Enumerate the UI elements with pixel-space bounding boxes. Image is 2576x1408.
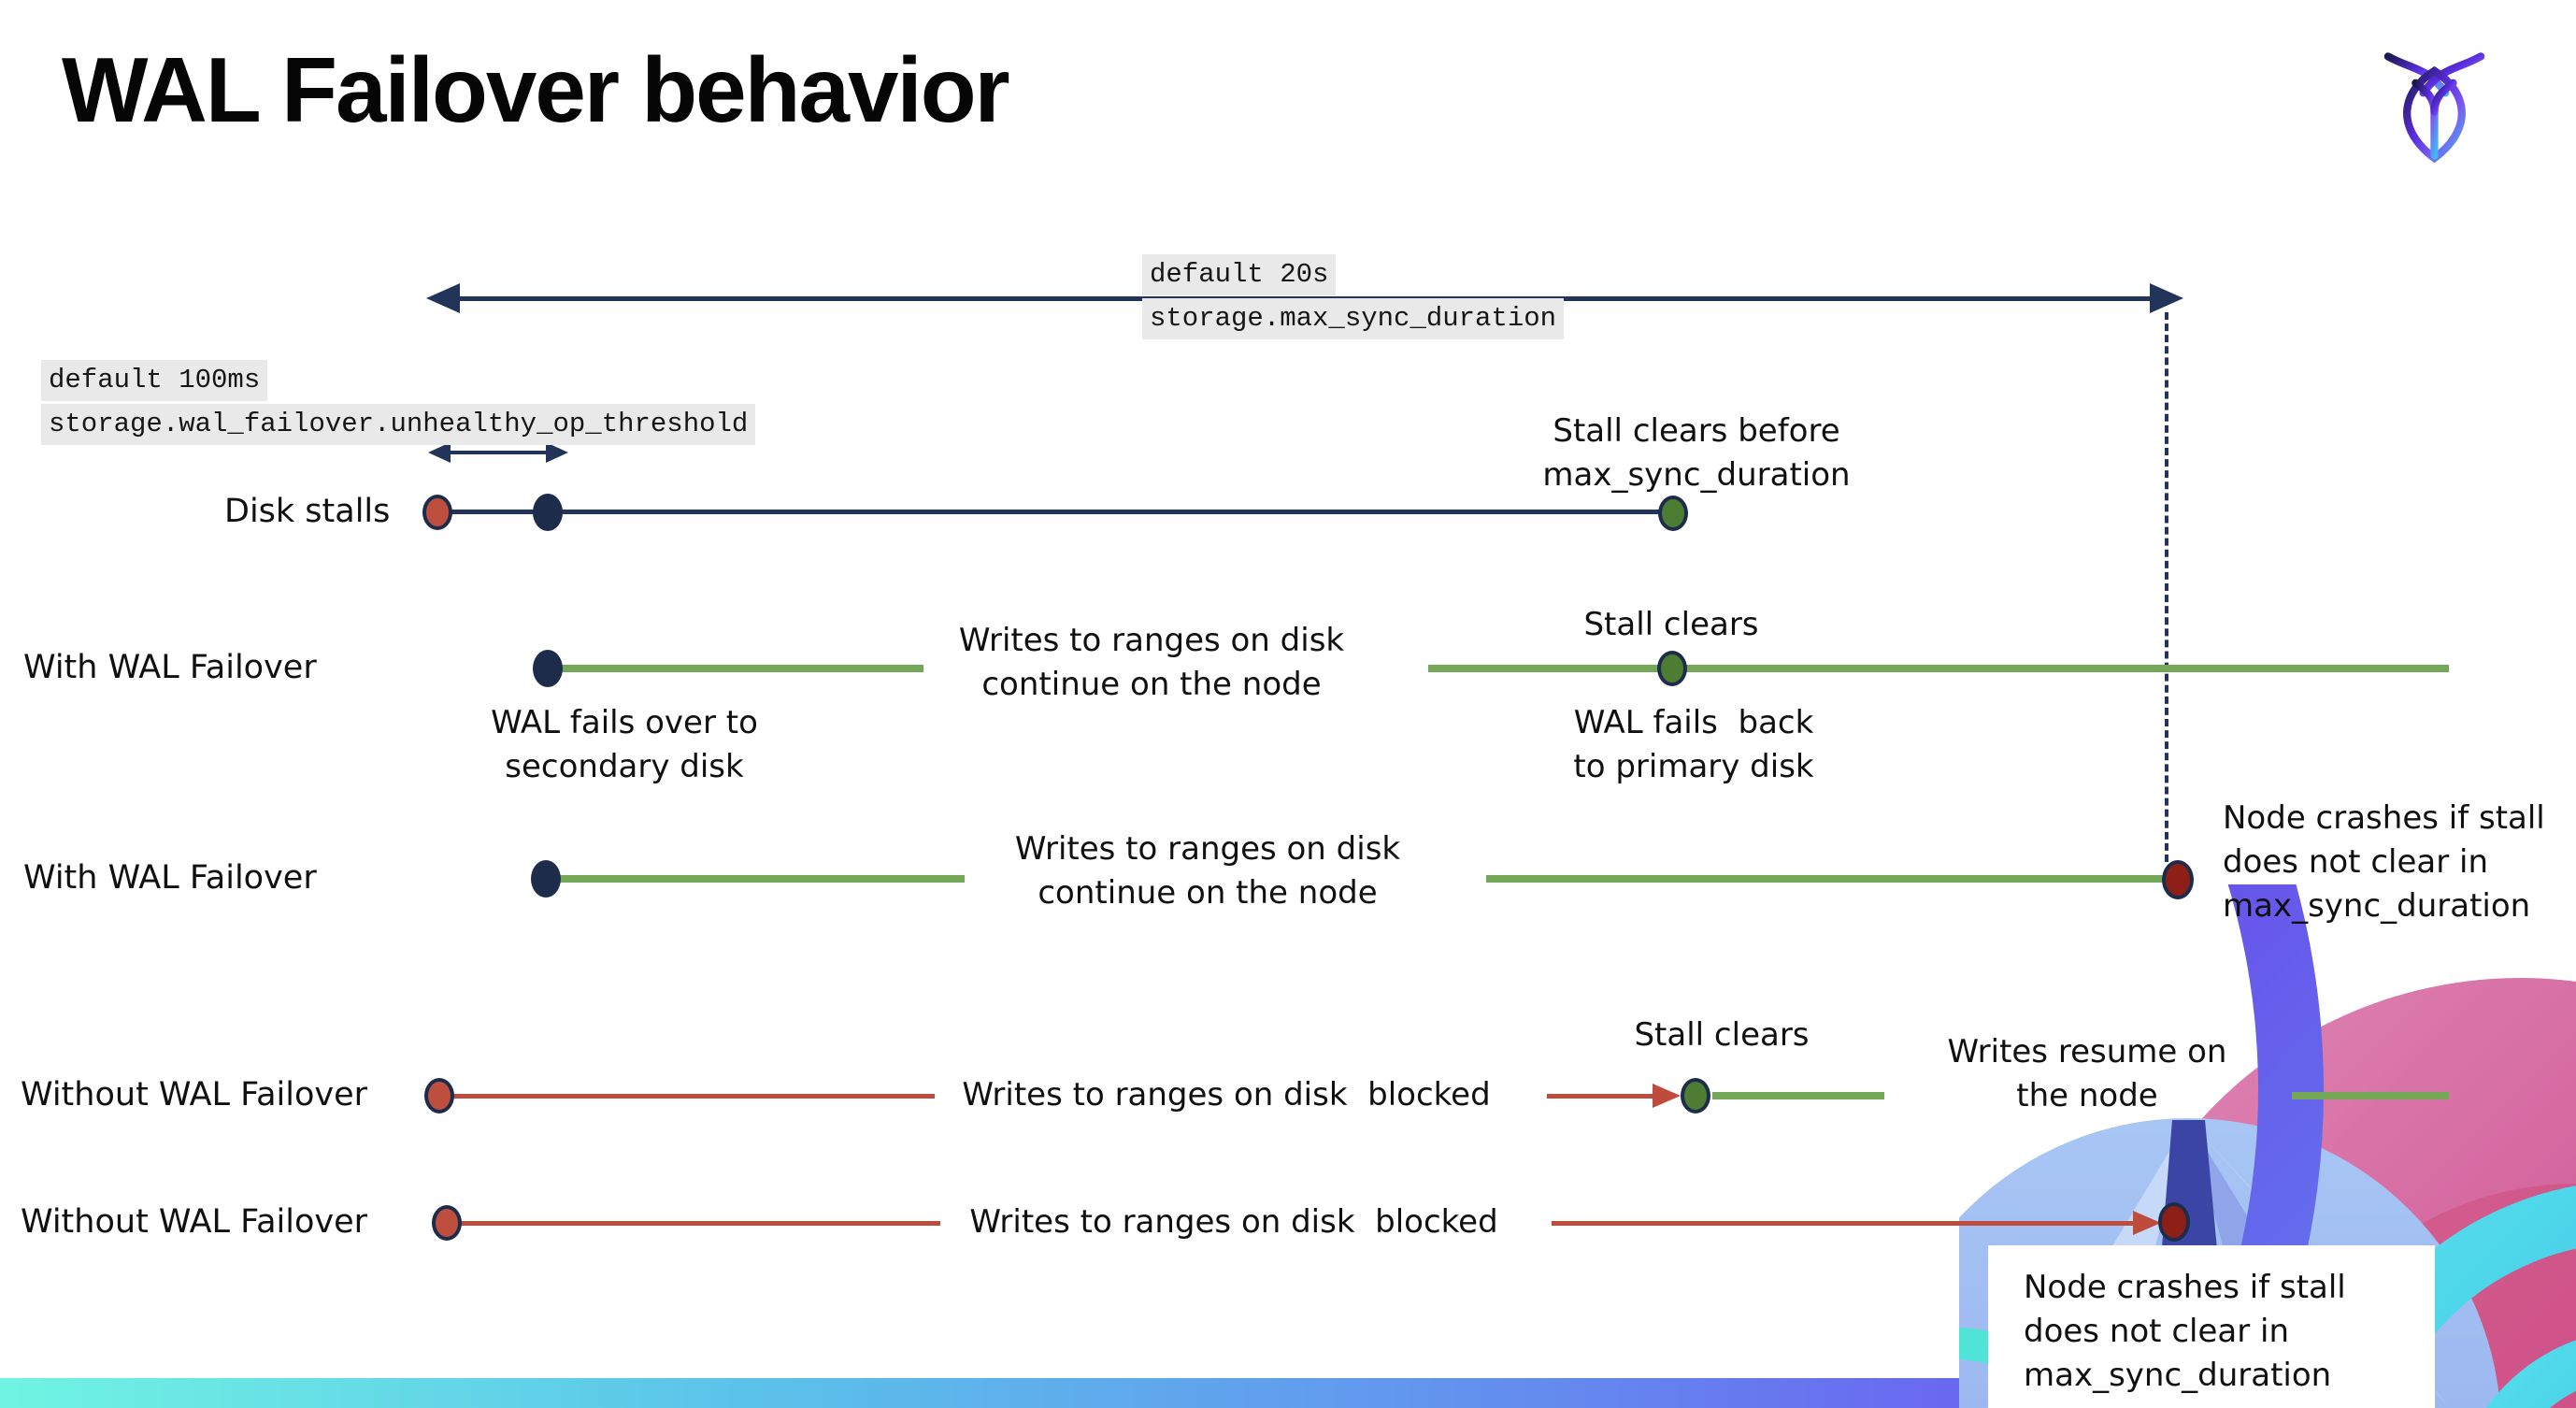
page-title: WAL Failover behavior xyxy=(62,38,1010,141)
disk-stall-timeline xyxy=(437,510,1673,514)
note-line: WAL fails over to xyxy=(491,704,758,741)
writes-blocked-line xyxy=(460,1221,940,1226)
note-line: continue on the node xyxy=(1038,874,1378,912)
note-line: to primary disk xyxy=(1573,748,1814,785)
max-sync-deadline-dashed-line xyxy=(2165,312,2168,862)
writes-blocked-note: Writes to ranges on disk blocked xyxy=(969,1203,1498,1241)
wal-fails-over-note: WAL fails over to secondary disk xyxy=(491,701,758,789)
arrow-left-head xyxy=(426,283,460,313)
stall-start-dot xyxy=(422,495,452,530)
unhealthy-op-threshold-arrow xyxy=(449,451,548,454)
node-crashes-note: Node crashes if stall does not clear in ma… xyxy=(2223,797,2545,928)
small-arrow-left-head xyxy=(428,442,451,463)
max-sync-setting-name: storage.max_sync_duration xyxy=(1142,298,1565,339)
note-line: does not clear in xyxy=(2024,1313,2289,1350)
stall-clear-dot xyxy=(1657,651,1687,686)
small-arrow-right-head xyxy=(546,442,568,463)
note-line: Node crashes if stall xyxy=(2024,1269,2346,1306)
row-label-with-wal-failover: With WAL Failover xyxy=(23,649,317,686)
wal-fails-back-note: WAL fails back to primary disk xyxy=(1573,701,1813,789)
writes-continue-note: Writes to ranges on disk continue on the … xyxy=(959,619,1344,707)
note-line: Stall clears before xyxy=(1553,412,1840,450)
note-line: Node crashes if stall xyxy=(2223,799,2545,837)
note-line: max_sync_duration xyxy=(2223,887,2531,925)
node-crashes-callout: Node crashes if stall does not clear in … xyxy=(1988,1245,2435,1408)
stall-clear-dot xyxy=(1658,496,1688,531)
failover-dot xyxy=(531,860,561,898)
stall-clears-note: Stall clears xyxy=(1634,1016,1810,1054)
writes-resume-line xyxy=(1712,1092,1884,1099)
unhealthy-op-threshold-label: default 100ms storage.wal_failover.unhea… xyxy=(41,360,756,448)
unhealthy-op-setting-name: storage.wal_failover.unhealthy_op_thresh… xyxy=(41,404,756,445)
writes-blocked-line xyxy=(1547,1094,1654,1099)
failover-dot xyxy=(533,650,563,687)
note-line: WAL fails back xyxy=(1573,704,1814,741)
note-line: Writes resume on xyxy=(1947,1033,2227,1070)
failover-threshold-dot xyxy=(533,494,563,531)
logo-antenna-right xyxy=(2419,52,2485,97)
writes-continue-line xyxy=(1428,665,2449,672)
art-purple-arc xyxy=(2183,884,2324,1408)
max-sync-default-value: default 20s xyxy=(1142,254,1337,295)
blocked-arrow-head xyxy=(2133,1211,2161,1235)
logo-antenna-left xyxy=(2383,52,2450,97)
writes-resume-line xyxy=(2292,1092,2449,1099)
row-label-without-wal-failover: Without WAL Failover xyxy=(21,1076,368,1113)
writes-blocked-line xyxy=(452,1094,935,1099)
note-line: does not clear in xyxy=(2223,843,2488,881)
blocked-arrow-head xyxy=(1653,1084,1681,1108)
writes-continue-line xyxy=(559,665,923,672)
max-sync-duration-label: default 20s storage.max_sync_duration xyxy=(1142,254,1565,342)
writes-continue-note: Writes to ranges on disk continue on the … xyxy=(1015,827,1400,915)
stall-clears-before-note: Stall clears before max_sync_duration xyxy=(1542,409,1850,497)
writes-continue-line xyxy=(1486,875,2165,883)
writes-continue-line xyxy=(559,875,965,883)
stall-start-dot xyxy=(424,1078,454,1113)
stall-clear-dot xyxy=(1681,1078,1710,1113)
cockroachdb-logo-icon xyxy=(2383,52,2485,164)
note-line: Writes to ranges on disk xyxy=(958,622,1345,659)
logo-inner-right xyxy=(2430,79,2457,116)
note-line: continue on the node xyxy=(981,666,1322,703)
node-crash-dot xyxy=(2158,1202,2190,1242)
arrow-right-head xyxy=(2150,283,2183,313)
stall-clears-note: Stall clears xyxy=(1583,606,1759,643)
writes-resume-note: Writes resume on the node xyxy=(1948,1030,2227,1118)
unhealthy-op-default-value: default 100ms xyxy=(41,360,268,401)
note-line: the node xyxy=(2016,1077,2158,1114)
row-label-with-wal-failover: With WAL Failover xyxy=(23,859,317,897)
row-label-disk-stalls: Disk stalls xyxy=(224,493,391,530)
note-line: Writes to ranges on disk xyxy=(1014,830,1401,868)
note-line: max_sync_duration xyxy=(1542,456,1851,494)
stall-start-dot xyxy=(432,1205,462,1241)
writes-blocked-note: Writes to ranges on disk blocked xyxy=(962,1076,1491,1113)
writes-blocked-line xyxy=(1552,1221,2142,1226)
note-line: max_sync_duration xyxy=(2024,1357,2332,1394)
note-line: secondary disk xyxy=(505,748,744,785)
node-crash-dot xyxy=(2162,860,2194,899)
row-label-without-wal-failover: Without WAL Failover xyxy=(21,1203,368,1241)
